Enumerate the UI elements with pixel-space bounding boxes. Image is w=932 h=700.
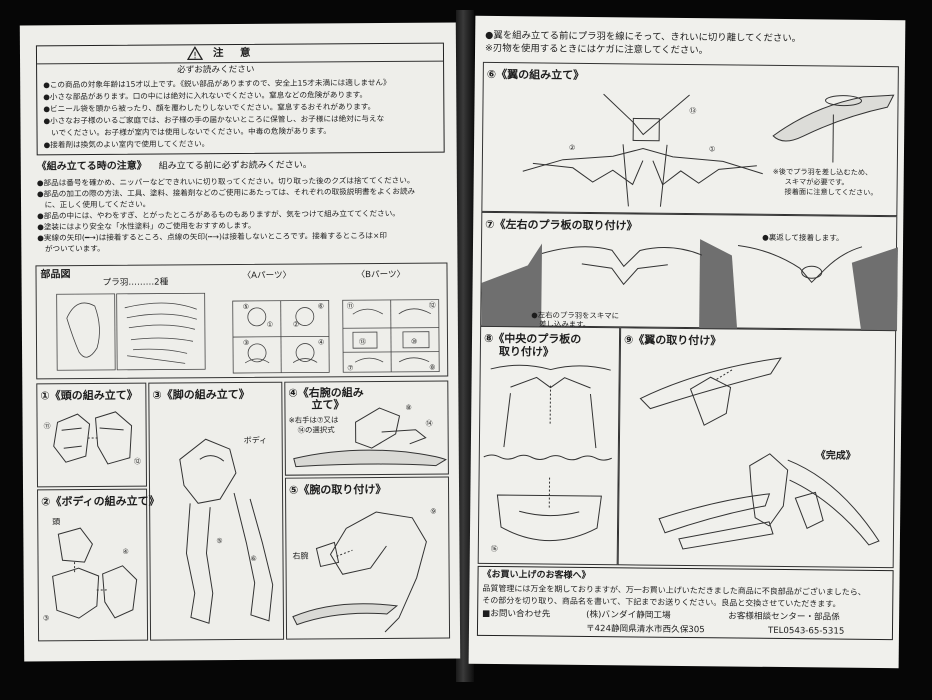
note-line: に、正しく使用してください。: [37, 199, 151, 210]
left-page: ! 注 意 必ずお読みください ●この商品の対象年齢は15才以上です。《鋭い部品…: [19, 22, 461, 662]
b-parts-label: 〈Bパーツ〉: [356, 269, 406, 281]
support-line-2: その部分を切り取り、商品名を書いて、下記までお送りください。良品と交換させていた…: [482, 595, 841, 609]
customer-support-box: 《お買い上げのお客様へ》 品質管理には万全を期しておりますが、万一お買い上げいた…: [476, 565, 894, 641]
svg-text:④: ④: [122, 548, 128, 556]
caution-title: 注 意: [212, 46, 254, 60]
svg-text:①: ①: [709, 145, 715, 153]
svg-text:⑤: ⑤: [216, 537, 222, 545]
svg-text:⑫: ⑫: [429, 302, 436, 310]
center-panel-illustration: ⑯: [483, 364, 612, 553]
note-line: がついています。: [37, 243, 105, 254]
right-arm-illustration: ⑧⑭: [293, 404, 447, 468]
step-3-heading: ③《脚の組み立て》: [152, 387, 250, 402]
parts-heading: 部品図: [40, 269, 71, 281]
svg-text:⑧: ⑧: [405, 404, 411, 412]
wing-cut-note: ●翼を組み立てる前にプラ羽を線にそって、きれいに切り離してください。: [485, 29, 802, 45]
caution-box: ! 注 意 必ずお読みください ●この商品の対象年齢は15才以上です。《鋭い部品…: [35, 42, 445, 156]
caution-line: ●接着剤は換気のよい室内で使用してください。: [43, 139, 210, 150]
svg-text:⑧: ⑧: [429, 364, 435, 372]
address: 〒424静岡県清水市西久保305: [585, 623, 705, 636]
svg-text:⑭: ⑭: [426, 420, 433, 428]
caution-subtitle: 必ずお読みください: [177, 64, 255, 76]
step-7-panel: ⑦《左右のプラ板の取り付け》 ●裏返して接着します。 ●左右のプラ羽をスキマに …: [480, 211, 899, 332]
caution-title-bar: ! 注 意: [36, 43, 444, 65]
svg-text:⑤: ⑤: [243, 303, 249, 311]
svg-text:⑯: ⑯: [491, 545, 498, 553]
support-title: 《お買い上げのお客様へ》: [482, 569, 591, 582]
svg-text:④: ④: [318, 338, 324, 346]
side-panels-illustration: [481, 239, 899, 332]
svg-text:②: ②: [293, 321, 299, 329]
step-8-panel: ⑧《中央のプラ板の 取り付け》 ⑯: [477, 325, 621, 566]
svg-text:⑦: ⑦: [347, 364, 353, 372]
assembly-notes-heading: 《組み立てる時の注意》: [36, 160, 147, 173]
wing-attachment-illustration: [639, 357, 880, 550]
arm-attachment-illustration: ⑨: [292, 508, 436, 633]
a-parts-label: 〈Aパーツ〉: [242, 270, 292, 281]
step-9-panel: ⑨《翼の取り付け》 《完成》: [617, 327, 897, 569]
caution-line: ●ビニール袋を頭から被ったり、顔を覆わしたりしないでください。窒息するおそれがあ…: [43, 102, 376, 114]
step-5-heading: ⑤《腕の取り付け》: [288, 482, 387, 497]
svg-text:⑪: ⑪: [44, 422, 51, 430]
caution-line: ●小さなお子様のいるご家庭では、お子様の手の届かないところに保管し、お子様には絶…: [43, 113, 385, 126]
caution-line: いでください。お子様が室内では使用しないでください。中毒の危険があります。: [43, 126, 331, 138]
step-6-panel: ⑥《翼の組み立て》 ※後でプラ羽を差し込むため、 スキマが必要です。 接着面に注…: [481, 61, 899, 217]
support-center: お客様相談センター・部品係: [728, 611, 840, 623]
svg-text:⑬: ⑬: [359, 338, 366, 346]
telephone: TEL0543-65-5315: [767, 625, 845, 637]
svg-text:③: ③: [43, 614, 49, 622]
step-5-panel: ⑤《腕の取り付け》 右腕 ⑨: [284, 476, 451, 640]
company-name: (株)バンダイ静岡工場: [586, 609, 671, 621]
blade-warning-note: ※刃物を使用するときにはケガに注意してください。: [485, 42, 709, 57]
step-2-heading: ②《ボディの組み立て》: [41, 494, 160, 509]
leg-assembly-illustration: ⑤⑥: [179, 438, 274, 624]
svg-text:⑫: ⑫: [134, 458, 141, 466]
caution-line: ●小さな部品があります。口の中には絶対に入れないでください。窒息などの危険があり…: [43, 90, 368, 102]
svg-text:⑩: ⑩: [411, 338, 417, 346]
parts-illustration: ⑤ ⑥ ① ② ③ ④ ⑪ ⑫ ⑬ ⑩ ⑦ ⑧: [56, 292, 440, 374]
note-line: ●部品の加工の際の方法、工具、塗料、接着剤などのご使用にあたっては、それぞれの取…: [36, 186, 416, 199]
svg-text:⑬: ⑬: [689, 107, 696, 115]
svg-text:③: ③: [243, 339, 249, 347]
svg-text:⑥: ⑥: [318, 302, 324, 310]
wing-assembly-illustration: ⑬ ② ①: [522, 93, 895, 207]
svg-text:⑪: ⑪: [347, 302, 354, 310]
right-page: ●翼を組み立てる前にプラ羽を線にそって、きれいに切り離してください。 ※刃物を使…: [468, 15, 906, 669]
contact-label: ■お問い合わせ先: [482, 608, 551, 620]
body-assembly-illustration: ④③: [43, 527, 138, 622]
note-line: ●実線の矢印(━→)は接着するところ、点線の矢印(┅→)は接着しないところです。…: [37, 230, 387, 243]
warning-icon: !: [186, 46, 204, 60]
svg-text:②: ②: [569, 144, 575, 152]
parts-diagram: 部品図 プラ羽………2種 〈Aパーツ〉 〈Bパーツ〉: [35, 262, 449, 380]
assembly-notes-heading-tail: 組み立てる前に必ずお読みください。: [158, 160, 312, 172]
svg-text:⑥: ⑥: [250, 555, 256, 563]
svg-text:⑨: ⑨: [430, 508, 436, 516]
svg-text:①: ①: [267, 321, 273, 329]
assembly-notes: 《組み立てる時の注意》 組み立てる前に必ずお読みください。 ●部品は番号を確かめ…: [37, 159, 448, 262]
svg-text:!: !: [193, 51, 197, 60]
